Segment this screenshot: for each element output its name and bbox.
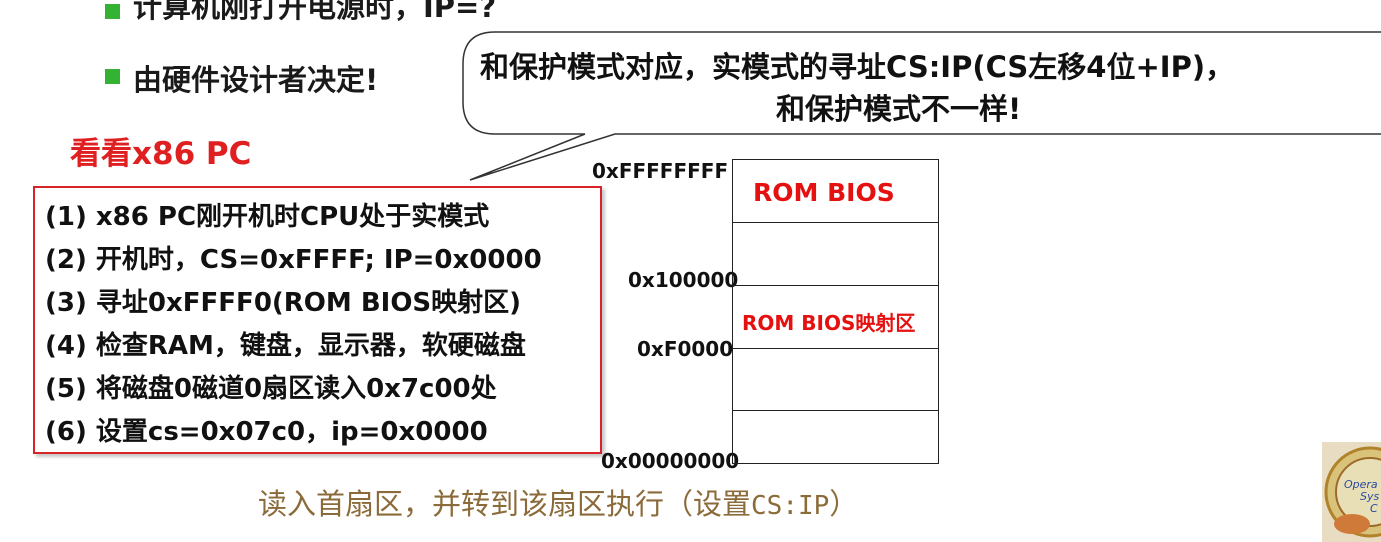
address-top: 0xFFFFFFFF [592, 159, 729, 183]
boot-steps-box: (1) x86 PC刚开机时CPU处于实模式 (2) 开机时，CS=0xFFFF… [33, 186, 602, 454]
memory-divider [733, 410, 938, 411]
bullet-2-text: 由硬件设计者决定! [133, 63, 379, 97]
step-6: (6) 设置cs=0x07c0，ip=0x0000 [45, 417, 488, 447]
step-1: (1) x86 PC刚开机时CPU处于实模式 [45, 202, 490, 232]
bullet-square-icon [105, 69, 120, 84]
memory-divider [733, 348, 938, 349]
step-5: (5) 将磁盘0磁道0扇区读入0x7c00处 [45, 374, 497, 404]
os-logo-icon: Opera Sys C [1322, 442, 1381, 542]
footer-code: CS:IP [751, 491, 830, 521]
callout-line-1: 和保护模式对应，实模式的寻址CS:IP(CS左移4位+IP)， [480, 50, 1235, 84]
footer-text: 读入首扇区，并转到该扇区执行（设置CS:IP） [258, 481, 858, 523]
memory-divider [733, 222, 938, 223]
callout-line-2: 和保护模式不一样! [776, 92, 1022, 126]
bullet-1-text: 计算机刚打开电源时，IP=? [133, 0, 497, 24]
step-3: (3) 寻址0xFFFF0(ROM BIOS映射区) [45, 288, 522, 318]
logo-text-1: Opera [1344, 478, 1378, 491]
logo-text-3: C [1370, 502, 1378, 515]
address-1mb: 0x100000 [628, 268, 739, 292]
section-title: 看看x86 PC [70, 136, 252, 172]
step-2: (2) 开机时，CS=0xFFFF; IP=0x0000 [45, 245, 542, 275]
logo-text-2: Sys [1360, 490, 1379, 503]
rom-bios-mapped-region: ROM BIOS映射区 [742, 311, 916, 335]
footer-main: 读入首扇区，并转到该扇区执行（设置 [258, 487, 752, 521]
address-f0000: 0xF0000 [637, 337, 734, 361]
rom-bios-region: ROM BIOS [753, 178, 895, 207]
step-4: (4) 检查RAM，键盘，显示器，软硬磁盘 [45, 331, 526, 361]
bullet-square-icon [105, 4, 120, 19]
memory-divider [733, 285, 938, 286]
memory-map: ROM BIOS ROM BIOS映射区 [732, 159, 939, 464]
address-bottom: 0x00000000 [601, 449, 740, 473]
footer-close: ） [829, 487, 859, 521]
